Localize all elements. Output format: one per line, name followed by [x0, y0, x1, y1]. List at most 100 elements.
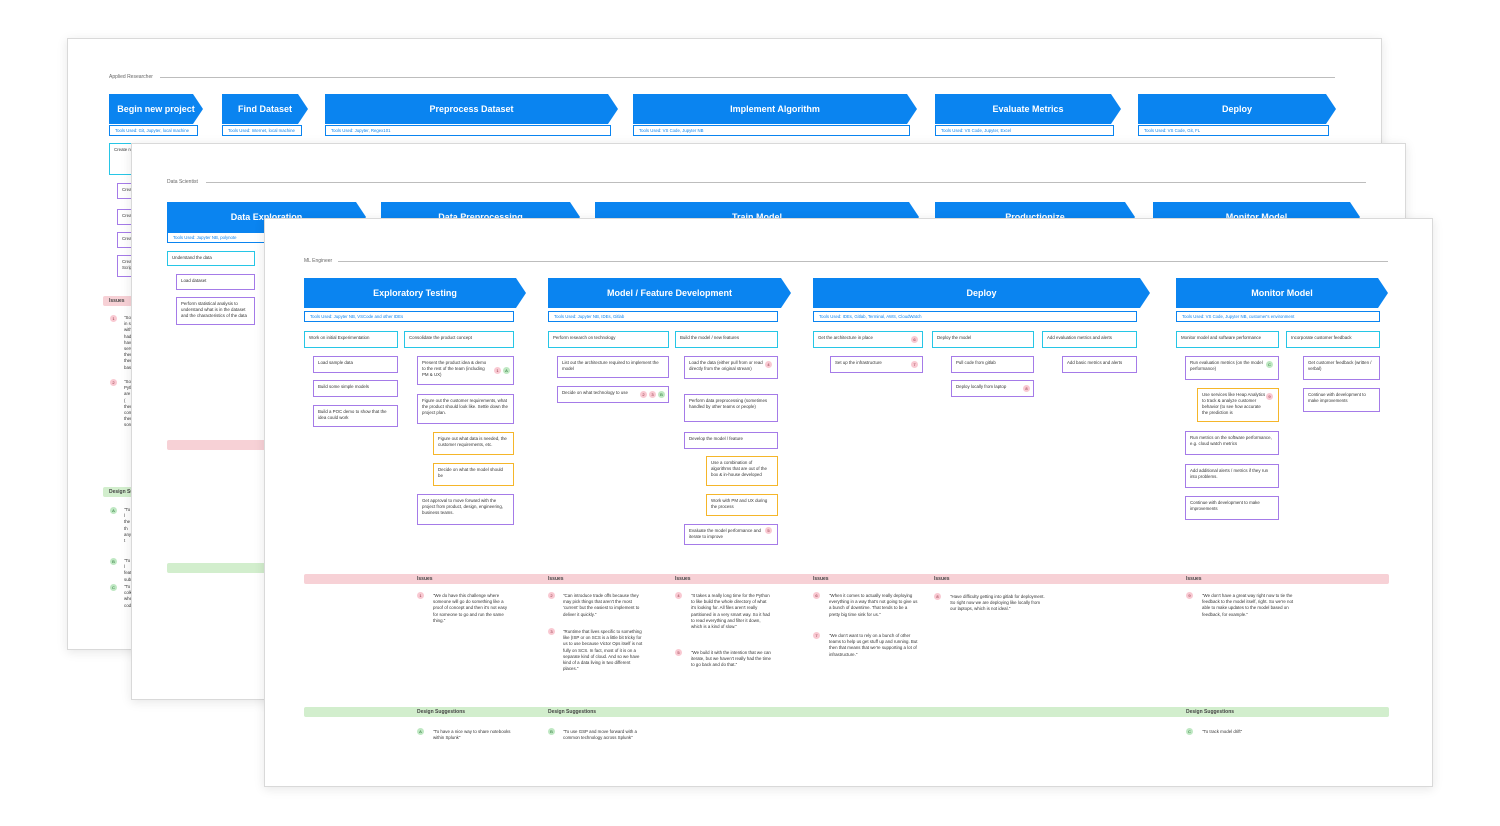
role-divider: [160, 77, 1335, 78]
issue-quote: "Som in s with had have serv ther ther b…: [124, 315, 135, 370]
detail-note: Figure out what data is needed, the cust…: [433, 432, 514, 455]
issue-number-badge: 7: [911, 361, 918, 368]
tools-used: Tools Used: VS Code, Jupyter, Excel: [935, 125, 1114, 136]
suggestion-letter-badge: A: [417, 728, 424, 735]
stage-implement-algorithm: Implement Algorithm: [633, 94, 917, 124]
suggestion-quote: "To use GSP and move forward with a comm…: [563, 729, 637, 741]
issue-quote: "Can introduce trade offs because they m…: [563, 593, 640, 617]
subtask-note: List out the architecture required to im…: [557, 356, 669, 378]
role-divider: [206, 182, 1366, 183]
task-note: Monitor model and software performance: [1176, 331, 1279, 348]
issue-number-badge: 5: [765, 527, 772, 534]
subtask-note: Add additional alerts / metrics if they …: [1185, 464, 1279, 488]
suggestion-quote: "To colk whe cod: [124, 584, 133, 608]
subtask-note: Evaluate the model performance and itera…: [684, 524, 778, 545]
stage-monitor-model: Monitor Model: [1176, 278, 1388, 308]
detail-note: Work with PM and UX during the process: [706, 494, 778, 516]
issue-number-badge: 1: [110, 315, 117, 322]
issues-label: Issues: [675, 576, 691, 582]
subtask-note: Get approval to move forward with the pr…: [417, 494, 514, 525]
issues-bar: [304, 574, 1389, 584]
design-suggestions-bar: [304, 707, 1389, 717]
role-label: Data Scientist: [167, 179, 198, 185]
issue-quote: "We don't have a great way right now to …: [1202, 593, 1294, 617]
suggestion-letter-badge: C: [1186, 728, 1193, 735]
role-label: ML Engineer: [304, 258, 333, 264]
issue-number-badge: 4: [765, 361, 772, 368]
issue-number-badge: 9: [1266, 393, 1273, 400]
stage-begin-new-project: Begin new project: [109, 94, 203, 124]
issue-quote: "Som Pyth are ( ther com then son: [124, 379, 135, 428]
subtask-note: Build a POC demo to show that the idea c…: [313, 405, 398, 427]
task-note: Add evaluation metrics and alerts: [1042, 331, 1137, 348]
issue-number-badge: 1: [494, 367, 501, 374]
subtask-note: Perform statistical analysis to understa…: [176, 297, 255, 325]
issue-number-badge: 6: [813, 592, 820, 599]
subtask-note: Run metrics on the software performance,…: [1185, 431, 1279, 455]
subtask-note: Load sample data: [313, 356, 398, 373]
issues-bar: [103, 296, 143, 306]
issue-number-badge: 2: [548, 592, 555, 599]
subtask-note: Load the data (either pull from or read …: [684, 356, 778, 379]
design-suggestions-bar: [103, 487, 143, 497]
suggestion-letter-badge: C: [1266, 361, 1273, 368]
suggestion-quote: "To have a nice way to share notebooks w…: [433, 729, 511, 741]
tools-used: Tools Used: Internet, local machine: [222, 125, 302, 136]
stage-deploy: Deploy: [813, 278, 1150, 308]
issues-label: Issues: [548, 576, 564, 582]
tools-used: Tools Used: IDEs, Gitlab, Terminal, AWS,…: [813, 311, 1137, 322]
issue-number-badge: 5: [675, 649, 682, 656]
task-note: Perform research on technology: [548, 331, 669, 348]
tools-used: Tools Used: Git, Jupyter, local machine: [109, 125, 198, 136]
subtask-note: Set up the infrastructure: [830, 356, 923, 373]
issues-label: Issues: [813, 576, 829, 582]
suggestion-letter-badge: B: [110, 558, 117, 565]
stage-deploy: Deploy: [1138, 94, 1336, 124]
subtask-note: Deploy locally from laptop: [951, 380, 1034, 397]
detail-note: Use a combination of algorithms that are…: [706, 456, 778, 486]
design-suggestions-label: Design Suggestion: [109, 489, 139, 495]
issue-number-badge: 1: [417, 592, 424, 599]
issue-number-badge: 2: [640, 391, 647, 398]
issue-number-badge: 8: [934, 593, 941, 600]
task-note: Deploy the model: [932, 331, 1034, 348]
issues-label: Issues: [1186, 576, 1202, 582]
detail-note: Use services like Heap Analytics to trac…: [1197, 388, 1279, 422]
role-divider: [338, 261, 1388, 262]
tools-used: Tools Used: VS Code, Jupyter NB: [633, 125, 910, 136]
issue-quote: "When it comes to actually really deploy…: [829, 593, 918, 617]
issues-label: Issues: [109, 298, 125, 304]
stage-model-feature-development: Model / Feature Development: [548, 278, 791, 308]
subtask-note: Develop the model / feature: [684, 432, 778, 449]
subtask-note: Continue with development to make improv…: [1303, 388, 1380, 412]
design-suggestions-label: Design Suggestions: [1186, 709, 1235, 715]
task-note: Work on initial Experimentation: [304, 331, 398, 348]
issue-quote: "Runtime that lives specific to somethin…: [563, 629, 643, 672]
subtask-note: Get customer feedback (written / verbal): [1303, 356, 1380, 380]
subtask-note: Load dataset: [176, 274, 255, 290]
subtask-note: Decide on what technology to use: [557, 386, 669, 403]
suggestion-letter-badge: A: [503, 367, 510, 374]
issue-number-badge: 9: [1186, 592, 1193, 599]
suggestion-letter-badge: B: [658, 391, 665, 398]
subtask-note: Figure out the customer requirements, wh…: [417, 394, 514, 424]
issue-quote: "It takes a really long time for the Pyt…: [691, 593, 770, 630]
subtask-note: Run evaluation metrics (on the model per…: [1185, 356, 1279, 380]
design-suggestions-bar: [167, 563, 267, 573]
suggestion-quote: "To track model drift": [1202, 729, 1243, 734]
issue-number-badge: 7: [813, 632, 820, 639]
issues-bar: [167, 440, 267, 450]
tools-used: Tools Used: Jupyter NB, VSCode and other…: [304, 311, 514, 322]
design-suggestions-label: Design Suggestions: [417, 709, 466, 715]
issue-number-badge: 4: [675, 592, 682, 599]
task-note: Understand the data: [167, 251, 255, 266]
task-note: Consolidate the product concept: [404, 331, 514, 348]
issue-quote: "Have difficulty getting into gitlab for…: [950, 594, 1045, 612]
subtask-note: Build some simple models: [313, 380, 398, 397]
suggestion-quote: "To l feat sub: [124, 558, 132, 582]
role-label: Applied Researcher: [109, 74, 153, 80]
stage-evaluate-metrics: Evaluate Metrics: [935, 94, 1121, 124]
issue-number-badge: 2: [110, 379, 117, 386]
subtask-note: Add basic metrics and alerts: [1062, 356, 1137, 373]
suggestion-letter-badge: B: [548, 728, 555, 735]
